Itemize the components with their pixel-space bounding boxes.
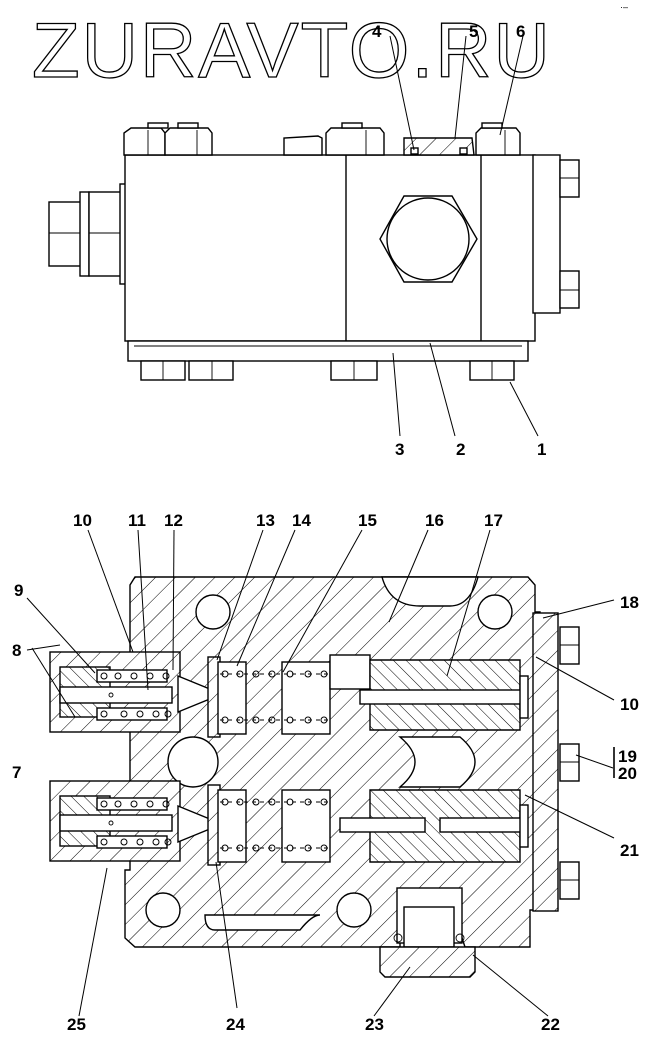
callout-3: 3 [395, 440, 404, 459]
plug-23 [379, 887, 476, 978]
end-bolts [559, 626, 580, 900]
callout-13: 13 [256, 511, 275, 530]
corner-mark: ·– [620, 2, 628, 12]
callout-12: 12 [164, 511, 183, 530]
callout-19: 19 [618, 747, 637, 766]
callout-16: 16 [425, 511, 444, 530]
callout-20: 20 [618, 764, 637, 783]
base-plate [127, 340, 529, 362]
callout-24: 24 [226, 1015, 245, 1034]
section-leaders [26, 529, 615, 1017]
callout-9: 9 [14, 581, 23, 600]
callout-25: 25 [67, 1015, 86, 1034]
top-nuts [123, 122, 521, 156]
callout-18: 18 [620, 593, 639, 612]
right-bolts [559, 159, 580, 309]
callout-11: 11 [128, 511, 146, 530]
end-cover [532, 154, 561, 314]
callout-10-top: 10 [73, 511, 92, 530]
callout-21: 21 [620, 841, 639, 860]
callout-5: 5 [469, 22, 478, 41]
top-view [48, 35, 580, 437]
hex-plug [379, 195, 478, 283]
bottom-bolts [140, 360, 515, 381]
valve-body-top [124, 154, 536, 342]
watermark-text: ZURAVTO.RU [32, 6, 552, 94]
callout-2: 2 [456, 440, 465, 459]
upper-spool [329, 654, 529, 731]
upper-cartridge [49, 651, 331, 738]
callout-23: 23 [365, 1015, 384, 1034]
callout-7: 7 [12, 763, 21, 782]
callout-1: 1 [537, 440, 546, 459]
section-view [49, 576, 580, 978]
callout-17: 17 [484, 511, 503, 530]
lower-spool [339, 789, 529, 863]
callout-6: 6 [516, 22, 525, 41]
lower-cartridge [49, 780, 331, 866]
callout-15: 15 [358, 511, 377, 530]
left-fitting [48, 183, 127, 285]
callout-22: 22 [541, 1015, 560, 1034]
part-5-cap [403, 137, 475, 156]
callout-10-right: 10 [620, 695, 639, 714]
callout-8: 8 [12, 641, 21, 660]
callout-14: 14 [292, 511, 311, 530]
callout-4: 4 [372, 22, 382, 41]
